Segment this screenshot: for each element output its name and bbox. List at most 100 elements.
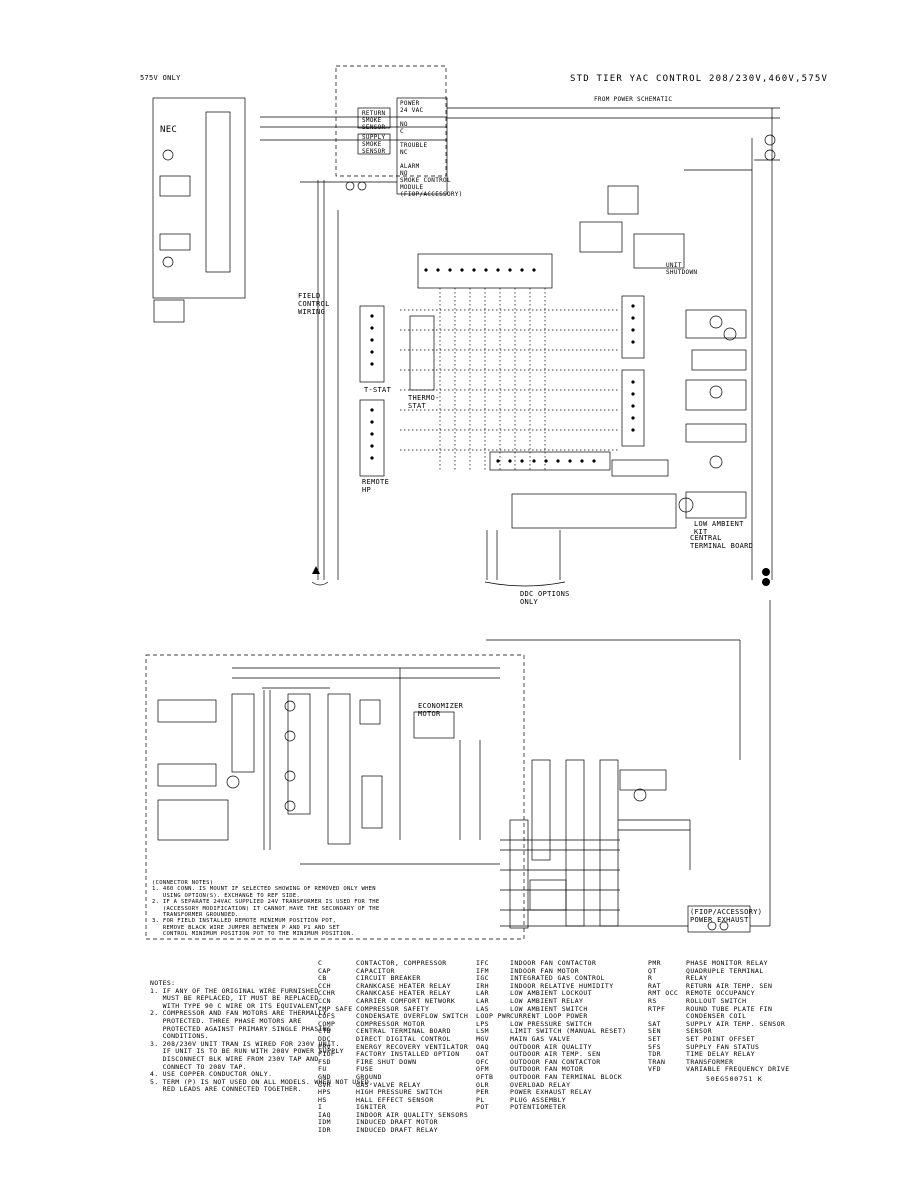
legend-entry: LOOP PWRCURRENT LOOP POWER: [476, 1012, 626, 1021]
legend-abbrev: TDR: [648, 1050, 661, 1059]
legend-abbrev: PL: [476, 1095, 485, 1104]
legend-abbrev: VFD: [648, 1065, 661, 1074]
legend-meaning: CAPACITOR: [356, 966, 395, 975]
label-nec: NEC: [160, 125, 178, 135]
label-central-terminal-board: CENTRAL TERMINAL BOARD: [690, 534, 754, 550]
legend-meaning: RELAY: [686, 974, 708, 983]
legend-abbrev: LAR: [476, 989, 489, 998]
legend-meaning: PLUG ASSEMBLY: [510, 1095, 567, 1104]
legend-abbrev: QT: [648, 966, 657, 975]
diagram-title: STD TIER YAC CONTROL 208/230V,460V,575V: [570, 74, 829, 84]
legend-abbrev: PMR: [648, 959, 661, 967]
legend-abbrev: CCH: [318, 981, 331, 990]
label-thermostat-2: THERMO- STAT: [408, 394, 440, 410]
legend-meaning: POTENTIOMETER: [510, 1103, 567, 1112]
legend-meaning: TRANSFORMER: [686, 1057, 734, 1066]
legend-meaning: OUTDOOR FAN TERMINAL BLOCK: [510, 1072, 623, 1081]
legend-entry: IRH INDOOR RELATIVE HUMIDITY: [476, 981, 626, 991]
legend-abbrev: IFM: [476, 966, 489, 975]
legend-meaning: ROLLOUT SWITCH: [686, 996, 747, 1005]
legend-abbrev: LAR: [476, 996, 489, 1005]
label-unit-shutdown: UNIT SHUTDOWN: [666, 262, 698, 276]
legend-meaning: OVERLOAD RELAY: [510, 1080, 571, 1089]
legend-meaning: DIRECT DIGITAL CONTROL: [356, 1034, 451, 1043]
legend-meaning: ROUND TUBE PLATE FIN: [686, 1004, 773, 1013]
legend-meaning: SENSOR: [686, 1027, 712, 1036]
legend-entry: CB CIRCUIT BREAKER: [318, 974, 468, 983]
legend-abbrev: OLR: [476, 1080, 489, 1089]
legend-abbrev: COFS: [318, 1012, 336, 1021]
legend-meaning: CARRIER COMFORT NETWORK: [356, 996, 456, 1005]
label-low-ambient: LOW AMBIENT KIT: [694, 520, 744, 536]
legend-meaning: CENTRAL TERMINAL BOARD: [356, 1027, 451, 1036]
legend-meaning: CRANKCASE HEATER RELAY: [356, 981, 451, 990]
legend-meaning: SET POINT OFFSET: [686, 1034, 756, 1043]
legend-meaning: HALL EFFECT SENSOR: [356, 1095, 434, 1104]
legend-meaning: LOW AMBIENT LOCKOUT: [510, 989, 592, 998]
legend-meaning: FIRE SHUT DOWN: [356, 1057, 417, 1066]
legend-meaning: OUTDOOR FAN CONTACTOR: [510, 1057, 601, 1066]
legend-abbrev: IDM: [318, 1118, 331, 1127]
label-from-power-schematic: FROM POWER SCHEMATIC: [594, 96, 673, 103]
legend-abbrev: IRH: [476, 981, 489, 990]
legend-abbrev: CB: [318, 974, 327, 983]
legend-abbrev: I: [318, 1103, 323, 1112]
legend-meaning: GAS VALVE RELAY: [356, 1080, 421, 1089]
legend-abbrev: OFC: [476, 1057, 489, 1066]
legend-entry: CAP CAPACITOR: [318, 966, 468, 976]
legend-entry: IGC INTEGRATED GAS CONTROL: [476, 974, 626, 983]
label-supply-smoke: SUPPLY SMOKE SENSOR: [362, 134, 386, 155]
legend-meaning: INTEGRATED GAS CONTROL: [510, 974, 605, 983]
legend-entry: CCH CRANKCASE HEATER RELAY: [318, 981, 468, 991]
legend-entry: OFC OUTDOOR FAN CONTACTOR: [476, 1057, 626, 1067]
legend-abbrev: OFTB: [476, 1072, 494, 1081]
economizer-notes: (CONNECTOR NOTES) 1. 460 CONN. IS MOUNT …: [152, 880, 380, 938]
legend-abbrev: RMT OCC: [648, 989, 679, 998]
legend-abbrev: TRAN: [648, 1057, 666, 1066]
legend-abbrev: ERV: [318, 1042, 331, 1051]
legend-abbrev: IGC: [476, 974, 489, 983]
legend-meaning: INDOOR RELATIVE HUMIDITY: [510, 981, 614, 990]
legend-meaning: LOW AMBIENT RELAY: [510, 996, 584, 1005]
legend-meaning: GROUND: [356, 1072, 382, 1081]
legend-abbrev: IAQ: [318, 1110, 331, 1119]
legend-abbrev: OFM: [476, 1065, 489, 1074]
legend-abbrev: DDC: [318, 1034, 331, 1043]
legend-meaning: CIRCUIT BREAKER: [356, 974, 421, 983]
document-number: 50EG500751 K: [706, 1075, 763, 1083]
legend-meaning: SUPPLY FAN STATUS: [686, 1042, 760, 1051]
legend-abbrev: CAP: [318, 966, 331, 975]
legend-meaning: LOW AMBIENT SWITCH: [510, 1004, 588, 1013]
label-power-exhaust: (FIOP/ACCESSORY) POWER EXHAUST: [690, 908, 763, 924]
legend-meaning: COMPRESSOR MOTOR: [356, 1019, 426, 1028]
